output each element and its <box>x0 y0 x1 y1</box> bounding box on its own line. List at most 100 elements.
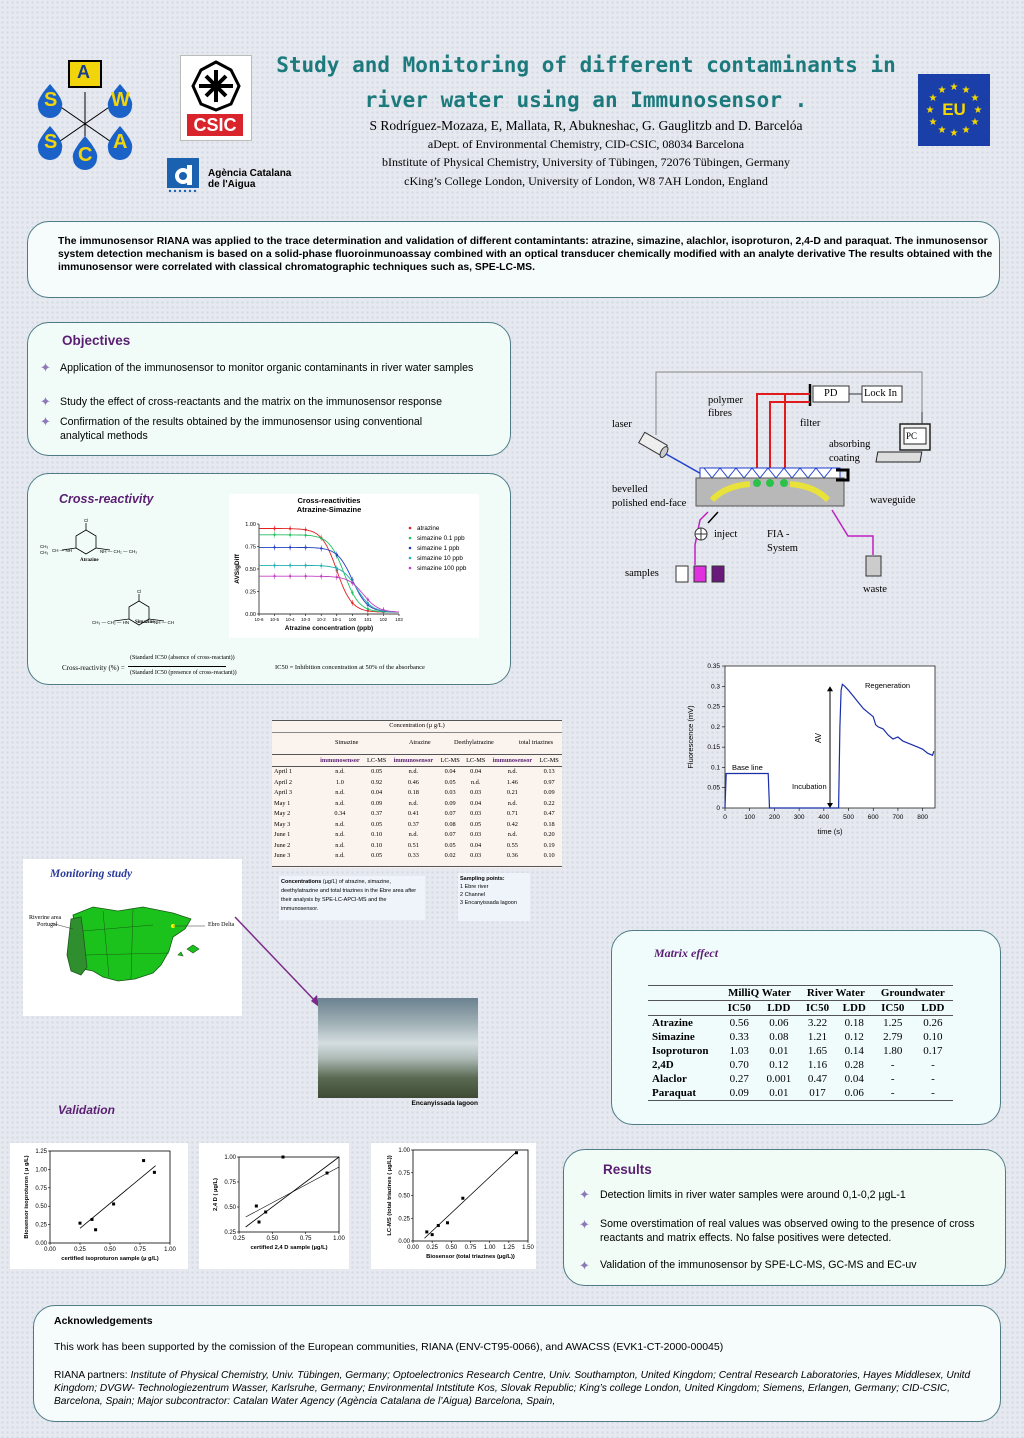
concentration-cell: n.d. <box>507 799 518 807</box>
concentration-cell: 0.05 <box>371 820 383 828</box>
x-tick-label: 10-5 <box>270 617 280 622</box>
svg-text:CH — NH: CH — NH <box>52 548 72 553</box>
concentration-cell: 0.03 <box>470 831 482 839</box>
x-tick-label: 1.00 <box>333 1236 345 1242</box>
analyte-cell: Paraquat <box>652 1087 696 1099</box>
concentration-cell: 0.18 <box>543 820 555 828</box>
fit-line-2 <box>245 1166 340 1218</box>
matrix-value-cell: 0.01 <box>769 1087 789 1099</box>
x-tick-label: 10-4 <box>286 617 296 622</box>
matrix-value-cell: 0.12 <box>769 1059 789 1071</box>
x-tick-label: 1.00 <box>164 1247 176 1253</box>
concentration-cell: n.d. <box>335 841 345 849</box>
sampling-date-cell: May 2 <box>274 810 291 818</box>
matrix-value-cell: - <box>931 1087 935 1099</box>
eu-text: EU <box>942 100 966 119</box>
concentration-cell: n.d. <box>408 799 419 807</box>
concentration-cell: 0.10 <box>543 852 555 860</box>
setup-label-laser: laser <box>612 419 632 430</box>
map-label-riverine: Riverine area <box>29 915 62 921</box>
objective-item-1: Application of the immunosensor to monit… <box>60 362 474 374</box>
csic-wordmark: CSIC <box>187 114 243 136</box>
y-tick-label: 0.25 <box>707 704 720 711</box>
results-box: Results ✦ Detection limits in river wate… <box>563 1149 1006 1286</box>
svg-text:★: ★ <box>950 128 959 139</box>
y-tick-label: 0.50 <box>398 1194 410 1200</box>
monitoring-table: immunosensor LC-MS immunosensor LC-MS LC… <box>272 754 562 861</box>
setup-label-filter: filter <box>800 418 821 429</box>
matrix-value-cell: 0.001 <box>766 1073 792 1085</box>
analyte-cell: Atrazine <box>652 1017 693 1029</box>
objective-item-2: Study the effect of cross-reactants and … <box>60 396 442 408</box>
setup-label-pd: PD <box>824 388 838 399</box>
legend-marker <box>408 566 412 570</box>
cross-reactivity-plot: Cross-reactivitiesAtrazine-Simazine0.000… <box>234 496 467 632</box>
concentration-cell: 0.09 <box>371 799 383 807</box>
concentration-cell: 0.47 <box>543 810 555 818</box>
ic50-note: IC50 = Inhibition concentration at 50% o… <box>275 664 425 671</box>
y-tick-label: 1.00 <box>398 1148 410 1154</box>
partners-list: Institute of Physical Chemistry, Univ. T… <box>54 1370 971 1407</box>
table-subheader-row: immunosensor LC-MS immunosensor LC-MS LC… <box>272 754 562 766</box>
concentration-cell: 0.09 <box>543 789 555 797</box>
poster-title-line2: river water using an Immunosensor . <box>364 88 808 112</box>
sampling-point-3: 3 Encanyissada lagoon <box>460 900 517 906</box>
cross-reactivity-formula-denominator: (Standard IC50 (presence of cross-reacta… <box>130 670 237 676</box>
sampling-date-cell: April 3 <box>274 789 293 797</box>
data-point <box>264 1210 268 1214</box>
monitoring-study-heading: Monitoring study <box>50 868 133 880</box>
sampling-date-cell: April 2 <box>274 778 293 786</box>
x-tick-label: 1.25 <box>503 1245 515 1251</box>
aca-name-line1: Agència Catalana <box>208 168 292 179</box>
y-axis-label: Fluorescence (mV) <box>686 705 695 769</box>
x-tick-label: 0.25 <box>74 1247 86 1253</box>
results-heading: Results <box>603 1162 652 1177</box>
concentration-cell: 0.05 <box>371 852 383 860</box>
setup-label-waveguide: waveguide <box>870 495 916 506</box>
x-axis-label: Biosensor (total triazines (µg/L)) <box>426 1254 515 1260</box>
group-atrazine: Atrazine <box>409 739 431 746</box>
matrix-value-cell: - <box>931 1059 935 1071</box>
x-tick-label: 0.50 <box>104 1247 116 1253</box>
x-tick-label: 0.50 <box>445 1245 457 1251</box>
setup-label-coating: coating <box>829 453 860 464</box>
y-tick-label: 0.15 <box>707 744 720 751</box>
setup-label-fia1: FIA - <box>767 529 790 540</box>
concentration-note-text: (µg/L) of atrazine, simazine, deethylatr… <box>281 879 417 912</box>
y-tick-label: 0.00 <box>35 1241 47 1247</box>
concentration-note-bold: Concentrations <box>281 879 322 885</box>
table-rule-top <box>272 720 562 721</box>
y-tick-label: 0.35 <box>707 663 720 670</box>
av-arrow-head-bottom <box>827 803 833 808</box>
abstract-box: The immunosensor RIANA was applied to th… <box>27 221 1000 298</box>
objective-bullet-icon-3: ✦ <box>40 414 51 429</box>
concentration-cell: n.d. <box>335 789 345 797</box>
matrix-value-cell: 017 <box>809 1087 826 1099</box>
affiliation-b: bInstitute of Physical Chemistry, Univer… <box>381 155 791 169</box>
concentration-cell: 0.03 <box>470 789 482 797</box>
data-point <box>254 1204 258 1208</box>
awacss-letter-s2: S <box>44 131 58 153</box>
setup-label-fibres: fibres <box>708 408 732 419</box>
x-axis-label: time (s) <box>818 827 844 836</box>
matrix-value-cell: 0.17 <box>923 1045 943 1057</box>
setup-label-fia2: System <box>767 543 798 554</box>
concentration-cell: 0.04 <box>444 768 456 776</box>
concentration-cell: 0.09 <box>444 799 456 807</box>
objectives-heading: Objectives <box>62 333 131 348</box>
data-point <box>436 1224 440 1228</box>
svg-text:★: ★ <box>950 82 959 93</box>
result-bullet-icon-2: ✦ <box>579 1217 590 1232</box>
y-axis-label: AVSigDiff <box>234 553 241 583</box>
y-axis-label: 2,4 D ( µg/L) <box>213 1178 219 1211</box>
data-point <box>90 1217 94 1221</box>
